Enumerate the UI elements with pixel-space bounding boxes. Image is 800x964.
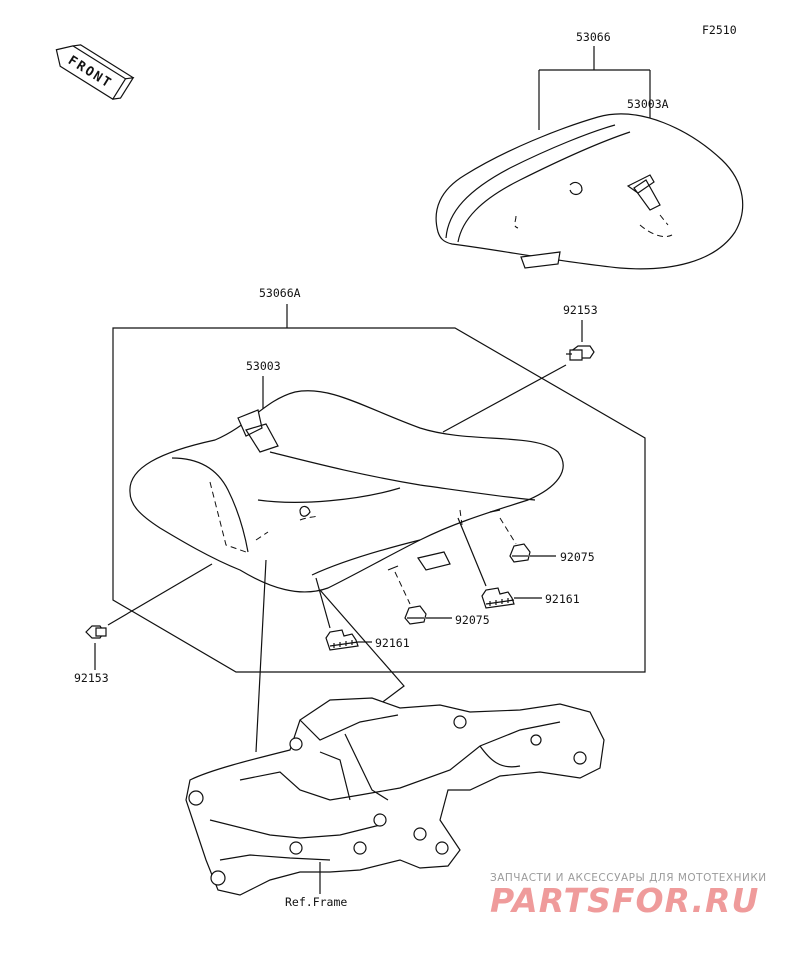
pillion-seat-label-group: 53066 53003A [538,30,669,130]
clip-center-group: 92161 [315,577,410,651]
figure-code: F2510 [702,23,737,37]
bolt-upper-label: 92153 [563,303,598,317]
damper-center-label: 92075 [455,613,490,627]
pillion-seat-label: 53066 [576,30,611,44]
damper-center-icon [404,605,427,625]
main-seat [129,390,564,593]
frame-reference-group: Ref.Frame [285,862,347,909]
pillion-seat [435,113,744,270]
rear-frame [185,697,605,896]
bolt-lower-group: 92153 [74,563,213,685]
pillion-strap-label: 53003A [627,97,669,111]
clip-right-icon [481,587,515,609]
bolt-lower-icon [85,625,107,639]
damper-right-group: 92075 [499,517,595,564]
main-seat-label: 53066A [259,286,301,300]
watermark-tagline: ЗАПЧАСТИ И АКСЕССУАРЫ ДЛЯ МОТОТЕХНИКИ [490,872,767,884]
clip-right-group: 92161 [457,517,580,609]
watermark: ЗАПЧАСТИ И АКСЕССУАРЫ ДЛЯ МОТОТЕХНИКИ PA… [490,872,767,920]
clip-right-label: 92161 [545,592,580,606]
clip-center-label: 92161 [375,636,410,650]
bolt-lower-label: 92153 [74,671,109,685]
damper-right-label: 92075 [560,550,595,564]
damper-right-icon [509,543,531,563]
damper-center-group: 92075 [394,571,490,627]
main-strap-label: 53003 [246,359,281,373]
bolt-upper-icon [566,345,595,361]
front-arrow-icon: FRONT [55,44,135,100]
watermark-logo: PARTSFOR.RU [490,881,759,920]
clip-center-icon [325,629,359,651]
frame-reference-label: Ref.Frame [285,895,347,909]
bolt-upper-group: 92153 [442,303,598,433]
